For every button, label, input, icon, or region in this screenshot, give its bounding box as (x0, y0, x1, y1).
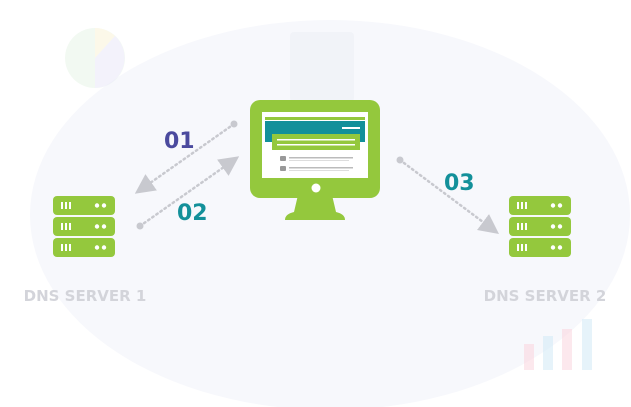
faint-card (290, 32, 354, 102)
computer-monitor-icon (250, 100, 380, 220)
faint-bar-chart (524, 319, 592, 370)
dns-server-2-icon (509, 196, 571, 257)
dns-server-1-label: DNS SERVER 1 (24, 287, 147, 305)
step-label-03: 03 (444, 171, 475, 196)
step-label-01: 01 (164, 129, 195, 154)
step-label-02: 02 (177, 201, 208, 226)
dns-server-1-icon (53, 196, 115, 257)
arrow-step-01 (134, 120, 238, 194)
arrow-step-03 (396, 156, 500, 234)
faint-pie-chart (65, 28, 125, 88)
arrow-step-02 (136, 156, 240, 230)
dns-server-2-label: DNS SERVER 2 (484, 287, 607, 305)
